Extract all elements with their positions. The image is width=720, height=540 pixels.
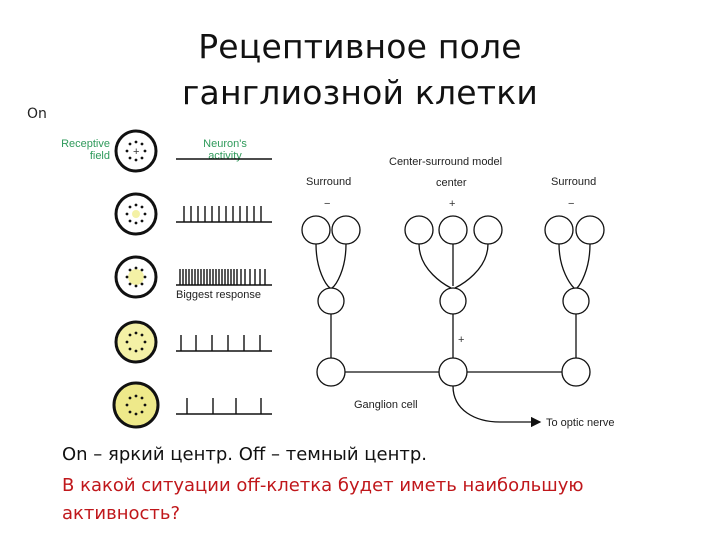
center-surround-model: Center-surround model Surround center Su… (301, 156, 614, 429)
spike-train-row-3 (176, 269, 272, 286)
center-photoreceptor-2 (438, 215, 468, 245)
receptive-field-row-4 (114, 320, 158, 364)
surround-right-photoreceptor-2 (575, 215, 605, 245)
light-spot (132, 210, 140, 218)
receptive-field-column: + (112, 129, 160, 429)
center-photoreceptor-1 (404, 215, 434, 245)
plus-sign-ganglion: + (458, 334, 464, 346)
bipolar-left (317, 287, 345, 315)
optic-nerve-arrow (452, 385, 542, 428)
optic-nerve-label: To optic nerve (546, 417, 614, 429)
surround-left-photoreceptor-2 (331, 215, 361, 245)
center-label: center (436, 177, 467, 189)
spike-train-row-4 (176, 335, 272, 352)
bipolar-center (439, 287, 467, 315)
minus-sign-left: − (324, 198, 330, 210)
surround-right-label: Surround (551, 176, 596, 188)
horizontal-cell-left (316, 357, 346, 387)
caption-question: В какой ситуации off-клетка будет иметь … (62, 475, 584, 524)
ganglion-cell (438, 357, 468, 387)
receptive-field-row-5 (112, 381, 160, 429)
title-line-1: Рецептивное поле (198, 27, 522, 66)
model-title: Center-surround model (389, 156, 502, 168)
surround-left-label: Surround (306, 176, 351, 188)
receptive-field-row-2 (114, 192, 158, 236)
plus-sign-center: + (449, 198, 455, 210)
slide-title: Рецептивное поле ганглиозной клетки (150, 24, 570, 116)
caption-statement: On – яркий центр. Off – темный центр. (62, 444, 427, 465)
light-spot (128, 269, 144, 285)
receptive-field-row-1: + (114, 129, 158, 173)
on-label: On (27, 106, 47, 122)
neuron-activity-header-line-1: Neuron's (203, 138, 247, 150)
spike-train-row-2 (176, 206, 272, 223)
horizontal-cell-right (561, 357, 591, 387)
receptive-field-header: Receptive field (48, 138, 110, 162)
center-photoreceptor-3 (473, 215, 503, 245)
spike-train-row-5 (176, 398, 272, 415)
surround-right-photoreceptor-1 (544, 215, 574, 245)
ganglion-cell-label: Ganglion cell (354, 399, 418, 411)
biggest-response-label: Biggest response (176, 289, 261, 301)
minus-sign-right: − (568, 198, 574, 210)
neuron-activity-column (176, 158, 272, 415)
receptive-field-header-line-1: Receptive (61, 138, 110, 150)
title-line-2: ганглиозной клетки (182, 73, 538, 112)
surround-left-photoreceptor-1 (301, 215, 331, 245)
receptive-field-header-line-2: field (89, 150, 110, 162)
plus-mark: + (133, 146, 139, 158)
receptive-field-row-3 (114, 255, 158, 299)
dotted-ring (125, 140, 147, 162)
bipolar-right (562, 287, 590, 315)
